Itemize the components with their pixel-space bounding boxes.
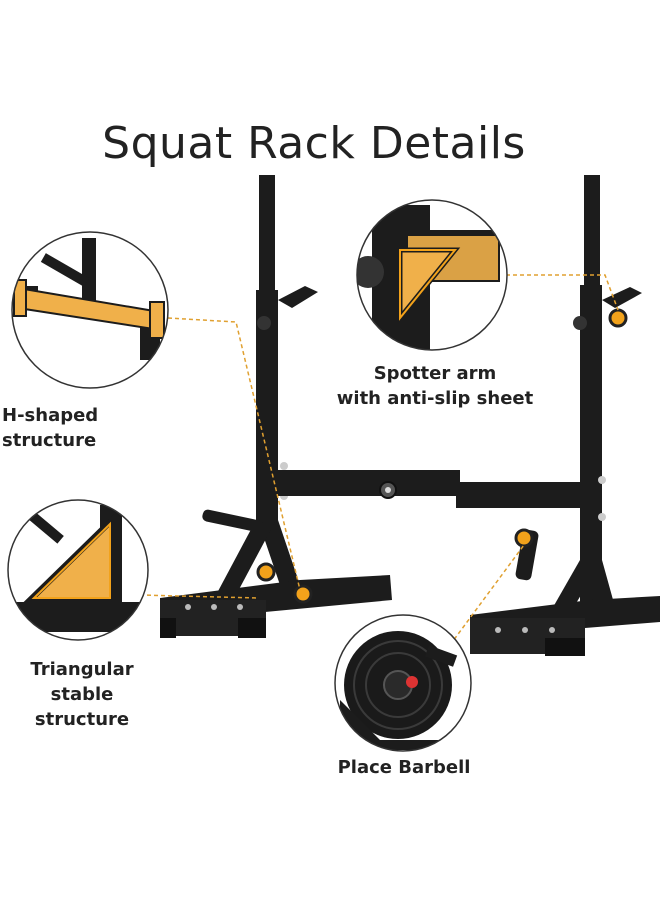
page-title: Squat Rack Details bbox=[102, 118, 526, 169]
left-upright bbox=[216, 175, 318, 595]
left-base bbox=[160, 575, 392, 638]
right-upright bbox=[540, 175, 642, 630]
label-triangular-structure: Triangular stable structure bbox=[0, 657, 168, 732]
right-base bbox=[470, 596, 660, 656]
label-triangular-line1: Triangular stable bbox=[30, 659, 134, 705]
callout-place-barbell bbox=[334, 614, 472, 752]
marker-triangle-icon bbox=[256, 562, 276, 582]
marker-spotter-icon bbox=[608, 308, 628, 328]
label-spotter-line1: Spotter arm bbox=[373, 363, 497, 384]
label-spotter-line2: with anti-slip sheet bbox=[336, 388, 534, 409]
label-triangular-line2: structure bbox=[34, 709, 130, 730]
connector-lines bbox=[139, 274, 619, 646]
marker-peg-icon bbox=[514, 528, 534, 548]
marker-h-shape-icon bbox=[293, 584, 313, 604]
label-h-shaped-structure: H-shaped structure bbox=[2, 405, 99, 451]
callout-triangular bbox=[7, 499, 149, 641]
callout-markers bbox=[256, 308, 628, 604]
callout-h-shaped bbox=[11, 231, 169, 389]
label-place-barbell: Place Barbell bbox=[337, 757, 471, 778]
left-plate-peg bbox=[202, 509, 264, 533]
callout-spotter-arm bbox=[356, 199, 508, 351]
crossbar bbox=[278, 470, 580, 508]
label-spotter-arm: Spotter arm with anti-slip sheet bbox=[330, 361, 540, 411]
